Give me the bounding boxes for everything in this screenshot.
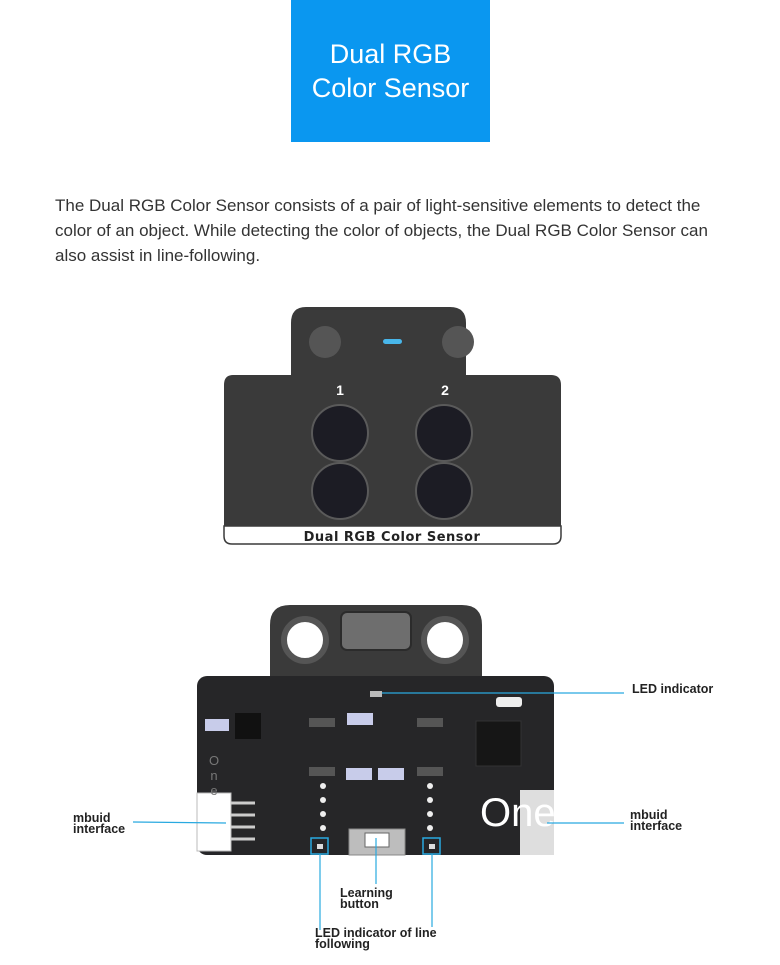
title-line-2: Color Sensor — [311, 73, 470, 103]
led-indicator-label: LED indicator — [632, 682, 714, 696]
description-text: The Dual RGB Color Sensor consists of a … — [55, 196, 708, 265]
mbuild-left-line1: mbuid — [73, 811, 111, 825]
learning-button-label: Learning button — [340, 886, 393, 911]
line-led-line2: following — [315, 937, 370, 951]
front-board-image: 1 2 Dual RGB Color Sensor — [223, 307, 562, 545]
mbuild-right-line2: interface — [630, 819, 683, 833]
mbuild-right-line1: mbuid — [630, 808, 668, 822]
line-led-line1: LED indicator of line — [315, 926, 437, 940]
back-board-image: O n e One — [196, 605, 556, 856]
line-following-led-label: LED indicator of line following — [315, 926, 437, 951]
svg-text:n: n — [210, 768, 217, 783]
title-banner: Dual RGB Color Sensor — [291, 0, 490, 142]
light-sensor-icon — [415, 462, 473, 520]
learning-line2: button — [340, 897, 379, 911]
sensor-number-2: 2 — [441, 382, 449, 398]
callout-lines — [132, 692, 624, 930]
watermark-right: One — [480, 791, 556, 835]
light-sensor-icon — [311, 404, 369, 462]
svg-text:e: e — [210, 783, 217, 798]
learning-line1: Learning — [340, 886, 393, 900]
mbuild-interface-left-label: mbuid interface — [73, 811, 126, 836]
light-sensor-icon — [415, 404, 473, 462]
light-sensor-icon — [311, 462, 369, 520]
mbuild-interface-right-label: mbuid interface — [630, 808, 683, 833]
title-line-1: Dual RGB — [329, 39, 452, 69]
front-led — [383, 339, 402, 344]
board-label: Dual RGB Color Sensor — [304, 530, 481, 545]
mbuild-left-line2: interface — [73, 822, 126, 836]
svg-text:O: O — [209, 753, 219, 768]
watermark-left: O n e — [209, 753, 219, 798]
sensor-number-1: 1 — [336, 382, 344, 398]
